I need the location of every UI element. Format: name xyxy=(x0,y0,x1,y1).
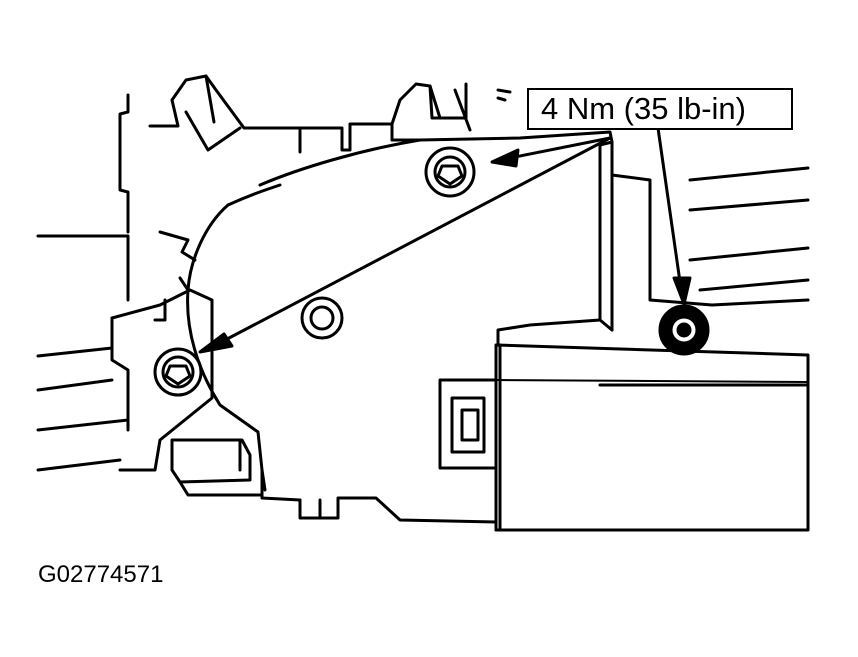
torque-label: 4 Nm (35 lb-in) xyxy=(541,91,746,126)
bolt-icon xyxy=(424,146,476,198)
actuator-module xyxy=(438,166,810,532)
arrow-icon xyxy=(198,136,612,354)
upper-structure xyxy=(36,74,512,302)
arrow-icon xyxy=(656,126,692,306)
housing-outline xyxy=(186,130,714,492)
bolt-icon xyxy=(658,304,710,356)
arrow-icon xyxy=(490,136,612,168)
locating-pin xyxy=(300,296,344,340)
torque-callout: 4 Nm (35 lb-in) xyxy=(527,88,793,130)
electrical-connector xyxy=(170,438,498,532)
bolt-icon xyxy=(153,347,203,397)
figure-id: G02774571 xyxy=(38,561,164,588)
